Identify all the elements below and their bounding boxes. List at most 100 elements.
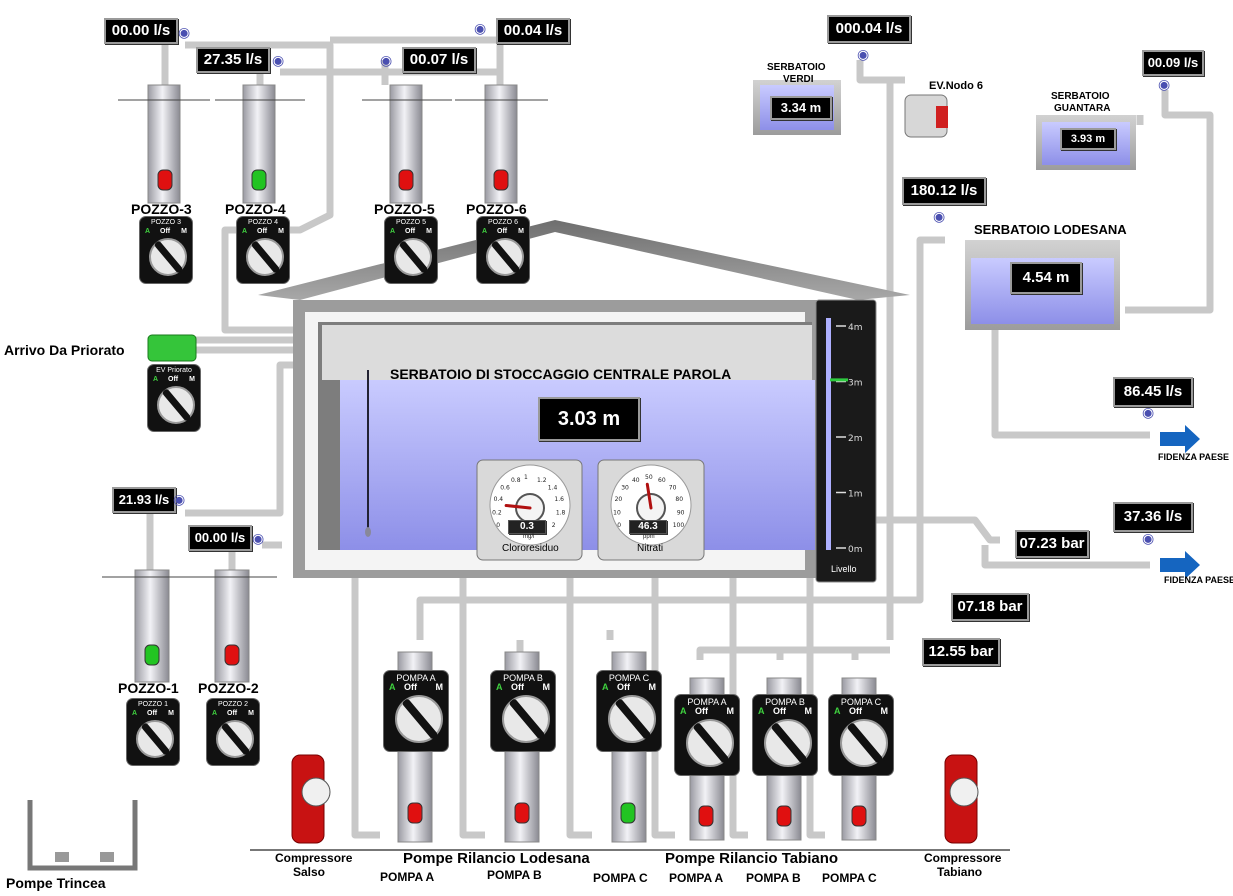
pozzo4-status-lamp	[251, 169, 267, 191]
pozzo2-status-lamp	[224, 644, 240, 666]
gauge-chloro-tick-label: 1.6	[554, 496, 564, 503]
flowmeter-icon: ◉	[1158, 76, 1171, 92]
pos-manual: M	[648, 682, 657, 692]
level-tick-label: 2m	[848, 434, 863, 444]
well-shafts	[102, 84, 548, 683]
flow-display-pozzo4: 27.35 l/s	[196, 47, 270, 73]
selector-knob[interactable]	[157, 386, 195, 424]
selector-knob[interactable]	[486, 238, 524, 276]
pos-off: Off	[849, 706, 862, 716]
arrow-fidenza-1	[1160, 425, 1200, 453]
gauge-nitrati-tick-label: 0	[617, 522, 621, 529]
pos-auto: A	[602, 682, 609, 692]
flowmeter-icon: ◉	[1142, 404, 1155, 420]
gauge-chloro-tick-label: 0.6	[500, 485, 510, 492]
gauge-nitrati-tick-label: 60	[658, 477, 666, 484]
selector-title: POMPA A	[687, 697, 727, 707]
selector-knob[interactable]	[764, 719, 812, 767]
gauge-nitrati-tick-label: 50	[645, 474, 653, 481]
flow-display-guantara: 00.09 l/s	[1142, 50, 1204, 76]
selector-knob[interactable]	[246, 238, 284, 276]
pozzo1-status-lamp	[144, 644, 160, 666]
guantara-level: 3.93 m	[1060, 128, 1116, 150]
selector-title: POZZO 1	[138, 701, 168, 708]
flowmeter-icon: ◉	[178, 24, 191, 40]
gauge-chloro-tick-label: 1.8	[556, 509, 566, 516]
fidenza-label-2: FIDENZA PAESE	[1164, 575, 1233, 585]
tabiano-pump-c-lamp	[851, 805, 867, 827]
selector-knob[interactable]	[149, 238, 187, 276]
gauge-chloro-tick-label: 0.2	[492, 509, 502, 516]
pos-manual: M	[542, 682, 551, 692]
gauge-nitrati-label: Nitrati	[637, 543, 664, 554]
flow-display-fidenza-1: 86.45 l/s	[1113, 377, 1193, 407]
pozzo6-label: POZZO-6	[466, 201, 527, 217]
verdi-title-1: SERBATOIO	[767, 62, 826, 73]
pozzo2-label: POZZO-2	[198, 680, 259, 696]
lodesana-pump-a-lamp	[407, 802, 423, 824]
selector-title: POZZO 2	[218, 701, 248, 708]
priorato-label: Arrivo Da Priorato	[4, 342, 125, 358]
lodesana-pumps-title: Pompe Rilancio Lodesana	[403, 850, 590, 867]
selector-title: POZZO 6	[488, 219, 518, 226]
selector-knob[interactable]	[395, 695, 443, 743]
selector-knob[interactable]	[216, 720, 254, 758]
pos-manual: M	[189, 376, 195, 383]
flow-display-pozzo2: 00.00 l/s	[188, 525, 252, 551]
selector-knob[interactable]	[608, 695, 656, 743]
pos-auto: A	[758, 706, 765, 716]
pos-manual: M	[248, 710, 254, 717]
lodesana-level: 4.54 m	[1010, 262, 1082, 294]
pos-manual: M	[726, 706, 735, 716]
selector-title: POZZO 5	[396, 219, 426, 226]
tabiano-pumps-title: Pompe Rilancio Tabiano	[665, 850, 839, 867]
lodesana-title: SERBATOIO LODESANA	[974, 222, 1127, 237]
flowmeter-icon: ◉	[1142, 530, 1155, 546]
selector-knob[interactable]	[840, 719, 888, 767]
gauge-nitrati-tick-label: 70	[669, 485, 677, 492]
pos-off: Off	[695, 706, 708, 716]
pos-off: Off	[168, 376, 179, 383]
building-roof	[258, 220, 910, 300]
selector-title: EV Priorato	[156, 367, 192, 374]
gauge-nitrati-tick-label: 10	[613, 509, 621, 516]
ev-nodo6-label: EV.Nodo 6	[929, 80, 983, 92]
selector-knob[interactable]	[136, 720, 174, 758]
selector-knob[interactable]	[394, 238, 432, 276]
pos-auto: A	[153, 376, 159, 383]
level-gauge-label: Livello	[831, 564, 857, 574]
pos-auto: A	[496, 682, 503, 692]
selector-title: POMPA B	[503, 673, 543, 683]
gauge-nitrati-tick-label: 100	[673, 522, 685, 529]
pozzo5-label: POZZO-5	[374, 201, 435, 217]
flow-display-pozzo3: 00.00 l/s	[104, 18, 178, 44]
pos-off: Off	[497, 228, 508, 235]
pos-off: Off	[160, 228, 171, 235]
pos-manual: M	[181, 228, 187, 235]
gauge-nitrati-needle	[645, 482, 653, 510]
gauge-chloro-unit: mg/l	[523, 534, 535, 540]
gauge-chloro-needle	[504, 503, 532, 510]
trincea-label: Pompe Trincea	[6, 875, 106, 891]
flowmeter-icon: ◉	[474, 20, 487, 36]
guantara-title-2: GUANTARA	[1054, 103, 1111, 114]
selector-title: POMPA C	[840, 697, 882, 707]
pos-auto: A	[390, 228, 396, 235]
selector-title: POZZO 3	[151, 219, 181, 226]
selector-knob[interactable]	[502, 695, 550, 743]
selector-knob[interactable]	[686, 719, 734, 767]
